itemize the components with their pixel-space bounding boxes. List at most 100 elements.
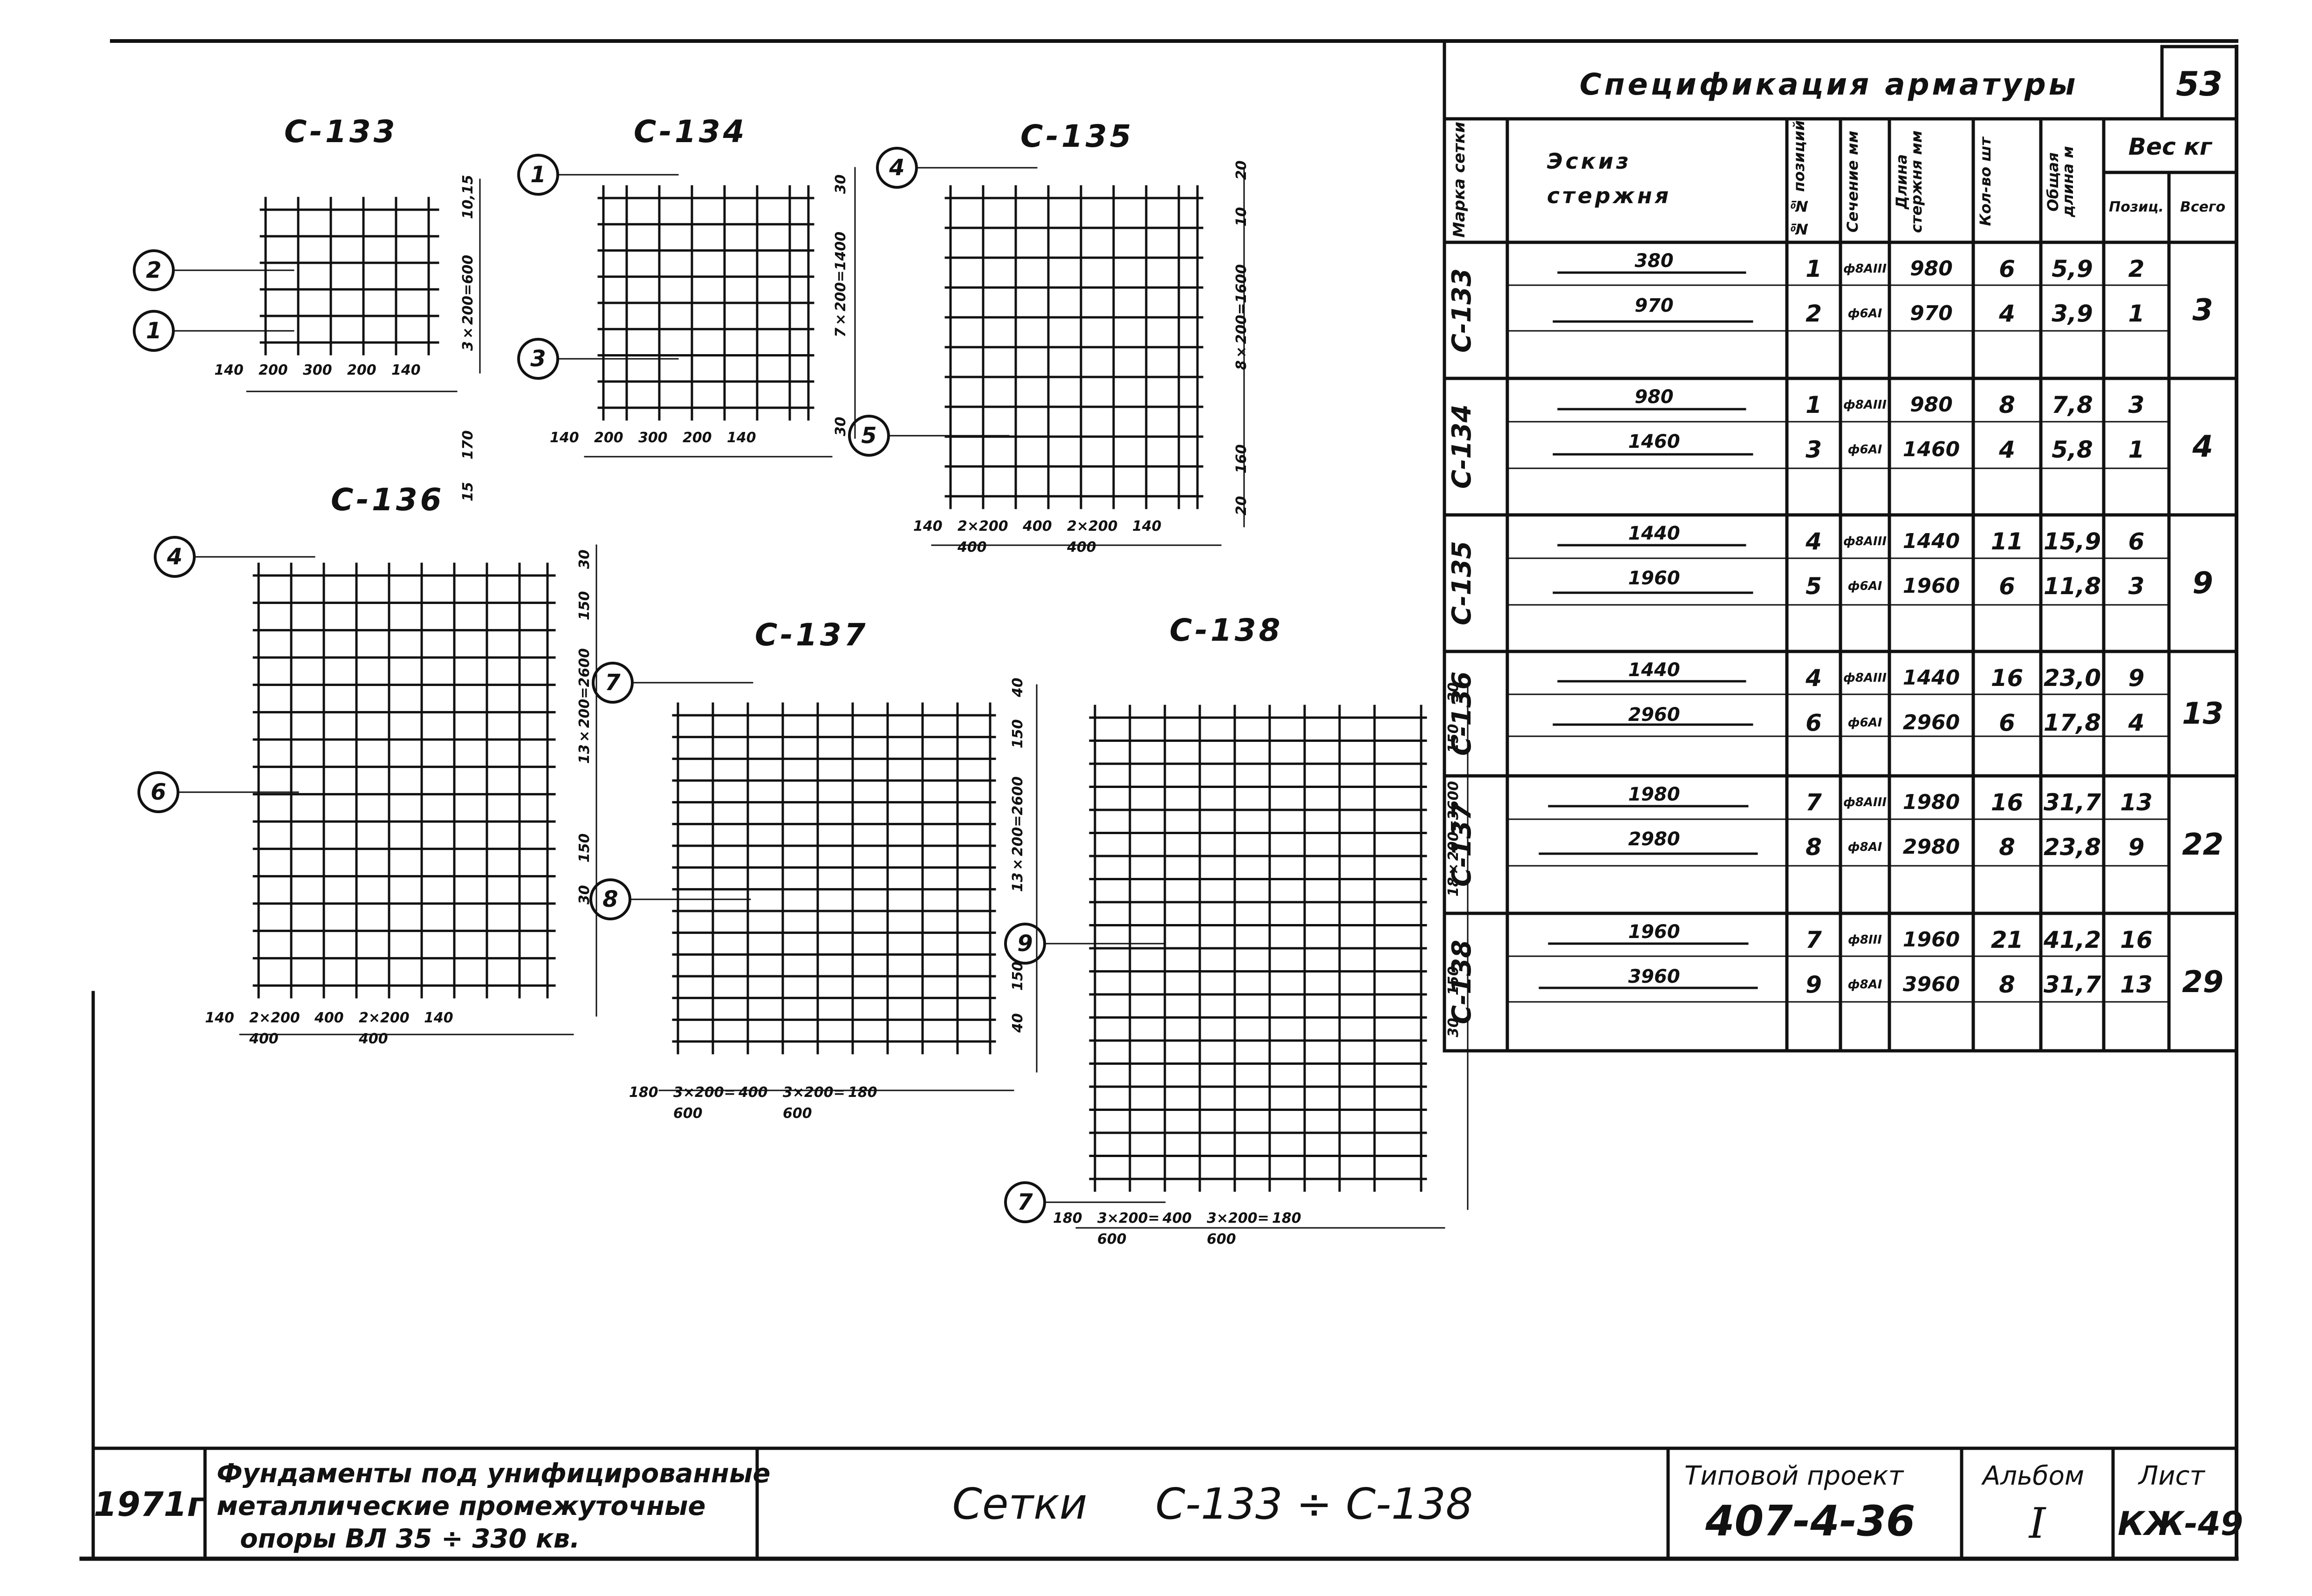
mesh-dimension-vertical: 150 [1445, 724, 1462, 753]
mesh-title-c133: С-133 [284, 114, 398, 150]
mesh-dimension-vertical: 30 [833, 174, 849, 194]
spec-header-weight: Вес кг [2128, 133, 2212, 160]
spec-sketch-length: 1960 [1628, 568, 1680, 589]
mesh-drawings [133, 147, 1469, 1229]
mesh-dimension-horizontal: 3×200= [1097, 1210, 1160, 1226]
title-album-label: Альбом [1983, 1461, 2085, 1491]
spec-cell-section: ф8АI [1847, 978, 1882, 992]
spec-cell-count: 4 [1999, 300, 2015, 327]
spec-cell-pos: 6 [1806, 709, 1822, 736]
mesh-dimension-horizontal-sub: 600 [783, 1105, 812, 1122]
spec-cell-count: 16 [1991, 789, 2024, 816]
mesh-dimension-horizontal: 3×200= [783, 1084, 845, 1101]
spec-title: Спецификация арматуры [1580, 68, 2079, 102]
mesh-dimension-horizontal: 180 [848, 1084, 877, 1101]
mesh-callout-number: 1 [530, 162, 546, 188]
spec-cell-pos: 1 [1806, 255, 1822, 282]
mesh-dimension-vertical: 40 [1010, 678, 1026, 697]
mesh-dimension-vertical: 30 [576, 549, 593, 569]
mesh-dimension-vertical: 30 [833, 417, 849, 436]
mesh-callout-number: 2 [146, 257, 162, 283]
spec-cell-count: 8 [1999, 971, 2015, 998]
mesh-dimension-vertical: 7×200=1400 [833, 231, 849, 337]
spec-cell-pos: 3 [1806, 436, 1822, 463]
spec-cell-weight: 1 [2128, 436, 2145, 463]
mesh-dimension-horizontal: 140 [727, 430, 756, 446]
spec-cell-section: ф8АIII [1843, 534, 1887, 548]
spec-header-pos: № № позиций [1790, 120, 1808, 238]
spec-cell-length: 1440 [1902, 529, 1960, 553]
spec-header-weight-all: Всего [2180, 199, 2226, 215]
mesh-dimension-vertical: 30 [1445, 1018, 1462, 1037]
spec-cell-total-length: 23,8 [2043, 834, 2101, 861]
spec-cell-weight: 4 [2128, 709, 2145, 736]
mesh-dimension-horizontal: 200 [594, 430, 623, 446]
spec-cell-count: 8 [1999, 391, 2015, 418]
spec-cell-pos: 4 [1806, 664, 1822, 692]
mesh-dimension-horizontal: 200 [683, 430, 712, 446]
spec-cell-pos: 9 [1806, 971, 1822, 998]
mesh-dimension-vertical: 30 [1445, 682, 1462, 702]
spec-sketch-length: 1440 [1628, 523, 1680, 544]
mesh-dimension-vertical: 150 [1010, 961, 1026, 991]
mesh-dimension-horizontal: 200 [259, 362, 288, 378]
spec-table-lines [1443, 40, 2238, 1053]
spec-cell-length: 1980 [1902, 790, 1960, 814]
mesh-dimension-horizontal: 180 [1272, 1210, 1301, 1226]
spec-cell-weight: 13 [2120, 971, 2153, 998]
spec-table-sublines [1506, 284, 2170, 1003]
title-type-project-number: 407-4-36 [1705, 1497, 1915, 1546]
mesh-callout-number: 7 [1017, 1189, 1033, 1215]
title-project-desc-2: металлические промежуточные [217, 1491, 706, 1521]
mesh-callout-number: 7 [605, 670, 621, 696]
spec-cell-weight: 13 [2120, 789, 2153, 816]
spec-sketch-length: 2980 [1628, 829, 1680, 850]
spec-cell-total-length: 17,8 [2043, 709, 2101, 736]
spec-cell-length: 1960 [1902, 574, 1960, 598]
mesh-dimension-horizontal: 180 [629, 1084, 658, 1101]
mesh-dimension-vertical: 15 [460, 482, 476, 501]
spec-cell-total-length: 7,8 [2052, 391, 2093, 418]
spec-header-mark: Марка сетки [1450, 122, 1469, 238]
spec-cell-pos: 5 [1806, 573, 1822, 600]
spec-cell-total-length: 41,2 [2043, 926, 2101, 953]
title-sheet-title: Сетки С-133 ÷ С-138 [952, 1479, 1473, 1529]
spec-cell-section: ф8III [1848, 933, 1882, 947]
mesh-dimension-vertical: 150 [1445, 966, 1462, 996]
spec-cell-count: 4 [1999, 436, 2015, 463]
spec-header-length: Длина стержня мм [1893, 130, 1925, 233]
mesh-dimension-vertical: 150 [576, 591, 593, 621]
mesh-dimension-horizontal-sub: 600 [1097, 1231, 1127, 1247]
spec-cell-total-length: 15,9 [2043, 528, 2101, 555]
mesh-title-c137: С-137 [755, 617, 869, 653]
spec-cell-section: ф8АIII [1843, 262, 1887, 276]
title-sheet-label: Лист [2139, 1461, 2205, 1491]
spec-cell-length: 980 [1910, 257, 1953, 281]
mesh-dimension-vertical: 8×200=1600 [1233, 264, 1250, 370]
spec-cell-section: ф6АI [1847, 716, 1882, 730]
mesh-dimension-vertical: 10 [1233, 207, 1250, 226]
spec-cell-count: 16 [1991, 664, 2024, 692]
mesh-dimension-vertical: 10,15 [460, 175, 476, 219]
mesh-dimension-horizontal: 400 [1163, 1210, 1192, 1226]
spec-cell-total-length: 31,7 [2043, 971, 2101, 998]
spec-cell-section: ф8АIII [1843, 795, 1887, 809]
spec-cell-weight-total: 22 [2182, 827, 2224, 862]
spec-cell-section: ф6АI [1847, 443, 1882, 457]
mesh-dimension-vertical: 13×200=2600 [576, 648, 593, 764]
spec-sketch-length: 2960 [1628, 704, 1680, 726]
spec-cell-pos: 7 [1806, 926, 1822, 953]
spec-cell-count: 11 [1991, 528, 2024, 555]
spec-cell-length: 3960 [1902, 973, 1960, 996]
title-type-project-label: Типовой проект [1684, 1461, 1904, 1491]
spec-header-total-length: Общая длина м [2044, 146, 2077, 218]
mesh-dimension-horizontal: 140 [391, 362, 421, 378]
spec-cell-weight: 9 [2128, 834, 2145, 861]
spec-sketch-length: 3960 [1628, 966, 1680, 987]
mesh-dimension-horizontal: 400 [1023, 518, 1052, 534]
spec-cell-weight: 16 [2120, 926, 2153, 953]
title-sheet-code: КЖ-49 [2118, 1505, 2244, 1543]
mesh-callout-number: 4 [167, 544, 183, 570]
mesh-dimension-horizontal: 140 [913, 518, 943, 534]
